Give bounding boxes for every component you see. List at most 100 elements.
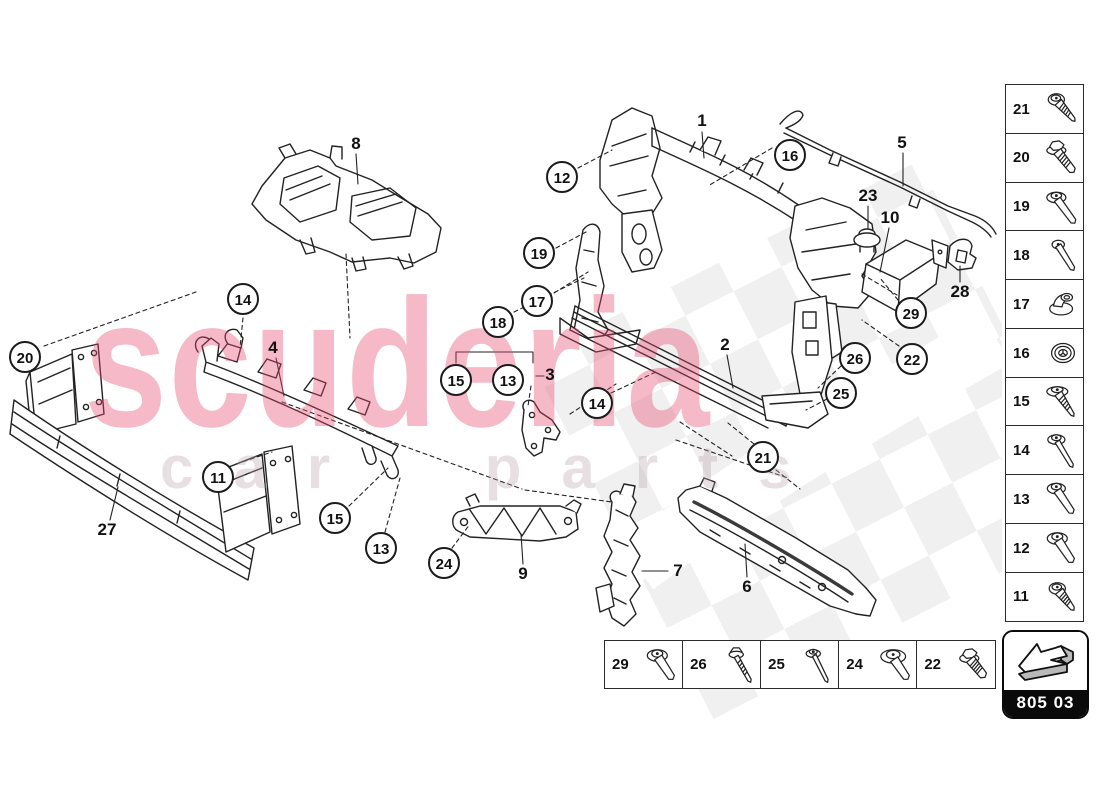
callout-14[interactable]: 14 — [581, 387, 613, 419]
part-27-bumper-beam — [9, 343, 301, 581]
sidebar-fastener-item-15[interactable]: 15 — [1005, 376, 1084, 427]
part-3-bracket — [521, 399, 561, 457]
strip-fastener-item-22[interactable]: 22 — [916, 640, 996, 689]
screw-countersunk-thin-icon — [805, 648, 829, 683]
part-5-support-rod — [779, 110, 997, 238]
callout-25[interactable]: 25 — [825, 377, 857, 409]
strip-fastener-item-26[interactable]: 26 — [682, 640, 762, 689]
screw-pan-icon — [1047, 93, 1076, 123]
strip-fastener-item-25[interactable]: 25 — [760, 640, 840, 689]
part-6-under-panel — [677, 477, 877, 617]
part-label-27[interactable]: 27 — [97, 520, 117, 539]
callout-29[interactable]: 29 — [895, 297, 927, 329]
clip-nut-icon — [1049, 293, 1074, 316]
part-2-lower-crossmember — [559, 223, 833, 429]
fastener-number: 25 — [768, 656, 785, 673]
bolt-hex-short-icon — [959, 647, 988, 678]
sidebar-fastener-item-20[interactable]: 20 — [1005, 132, 1084, 184]
fastener-number: 12 — [1013, 539, 1030, 557]
screw-washer-big-icon — [1046, 532, 1076, 564]
fastener-number: 17 — [1013, 295, 1030, 313]
fastener-number: 20 — [1013, 149, 1030, 167]
callout-20[interactable]: 20 — [9, 341, 41, 373]
diagram-code-label: 805 03 — [1004, 690, 1087, 717]
part-label-4[interactable]: 4 — [268, 338, 278, 357]
fastener-number: 21 — [1013, 100, 1030, 118]
sidebar-fastener-item-21[interactable]: 21 — [1005, 84, 1084, 135]
fastener-number: 16 — [1013, 344, 1030, 362]
part-8-air-guide — [251, 143, 442, 272]
callout-15[interactable]: 15 — [440, 364, 472, 396]
part-label-1[interactable]: 1 — [697, 111, 707, 130]
part-label-6[interactable]: 6 — [742, 577, 752, 596]
callout-12[interactable]: 12 — [546, 161, 578, 193]
callout-15[interactable]: 15 — [319, 502, 351, 534]
direction-arrow-icon — [1004, 632, 1087, 690]
part-4-tie-bar — [194, 328, 399, 480]
bolt-hex-icon — [1046, 140, 1076, 174]
callout-22[interactable]: 22 — [896, 343, 928, 375]
callout-13[interactable]: 13 — [492, 364, 524, 396]
part-10-crash-box — [861, 239, 949, 313]
screw-washer-big-icon — [646, 648, 675, 680]
fastener-number: 13 — [1013, 490, 1030, 508]
fastener-number: 15 — [1013, 393, 1030, 411]
callout-26[interactable]: 26 — [839, 342, 871, 374]
fastener-number: 22 — [924, 656, 941, 673]
grommet-icon — [1050, 342, 1076, 364]
screw-thin-long-icon — [1047, 433, 1074, 468]
part-label-28[interactable]: 28 — [950, 282, 970, 301]
fastener-number: 26 — [690, 656, 707, 673]
fastener-bottom-strip: 29 26 25 24 22 — [604, 640, 996, 689]
sidebar-fastener-item-13[interactable]: 13 — [1005, 474, 1084, 525]
part-label-9[interactable]: 9 — [518, 564, 528, 583]
fastener-number: 24 — [846, 656, 863, 673]
screw-washer-med-icon — [1046, 483, 1075, 515]
part-label-7[interactable]: 7 — [673, 561, 683, 580]
part-label-5[interactable]: 5 — [897, 133, 907, 152]
sidebar-fastener-item-14[interactable]: 14 — [1005, 425, 1084, 476]
screw-pan-short-icon — [1048, 581, 1075, 611]
strip-fastener-item-24[interactable]: 24 — [838, 640, 918, 689]
bolt-thin-long-icon — [728, 646, 752, 683]
callout-18[interactable]: 18 — [482, 306, 514, 338]
part-label-2[interactable]: 2 — [720, 335, 730, 354]
strip-fastener-item-29[interactable]: 29 — [604, 640, 684, 689]
screw-cyl-long-icon — [1051, 240, 1076, 272]
callout-17[interactable]: 17 — [521, 285, 553, 317]
diagram-code-box[interactable]: 805 03 — [1002, 630, 1089, 719]
checkered-flag-watermark — [530, 161, 1002, 719]
fastener-number: 11 — [1013, 588, 1029, 606]
part-23-buffer — [853, 228, 881, 253]
sidebar-fastener-item-17[interactable]: 17 — [1005, 279, 1084, 330]
fastener-number: 29 — [612, 656, 629, 673]
callout-19[interactable]: 19 — [523, 237, 555, 269]
sidebar-fastener-item-16[interactable]: 16 — [1005, 327, 1084, 379]
part-label-3[interactable]: 3 — [545, 365, 555, 384]
screw-tap-icon — [1046, 385, 1075, 417]
screw-dome-icon — [880, 648, 910, 680]
fastener-number: 18 — [1013, 246, 1030, 264]
callout-16[interactable]: 16 — [774, 139, 806, 171]
callout-24[interactable]: 24 — [428, 547, 460, 579]
fastener-sidebar: 21 20 19 18 17 16 15 14 13 12 11 — [1005, 84, 1084, 623]
screw-washer-long-icon — [1046, 191, 1077, 224]
sidebar-fastener-item-11[interactable]: 11 — [1005, 571, 1084, 623]
sidebar-fastener-item-12[interactable]: 12 — [1005, 522, 1084, 574]
leader-lines — [109, 131, 961, 578]
callout-21[interactable]: 21 — [747, 441, 779, 473]
callout-14[interactable]: 14 — [227, 283, 259, 315]
part-label-10[interactable]: 10 — [880, 208, 900, 227]
sidebar-fastener-item-19[interactable]: 19 — [1005, 181, 1084, 232]
part-9-strut — [452, 493, 582, 542]
callout-11[interactable]: 11 — [202, 461, 234, 493]
part-label-8[interactable]: 8 — [351, 134, 361, 153]
sidebar-fastener-item-18[interactable]: 18 — [1005, 230, 1084, 281]
part-7-side-bracket — [595, 483, 641, 627]
part-label-23[interactable]: 23 — [858, 186, 878, 205]
callout-13[interactable]: 13 — [365, 532, 397, 564]
fastener-number: 19 — [1013, 198, 1030, 216]
